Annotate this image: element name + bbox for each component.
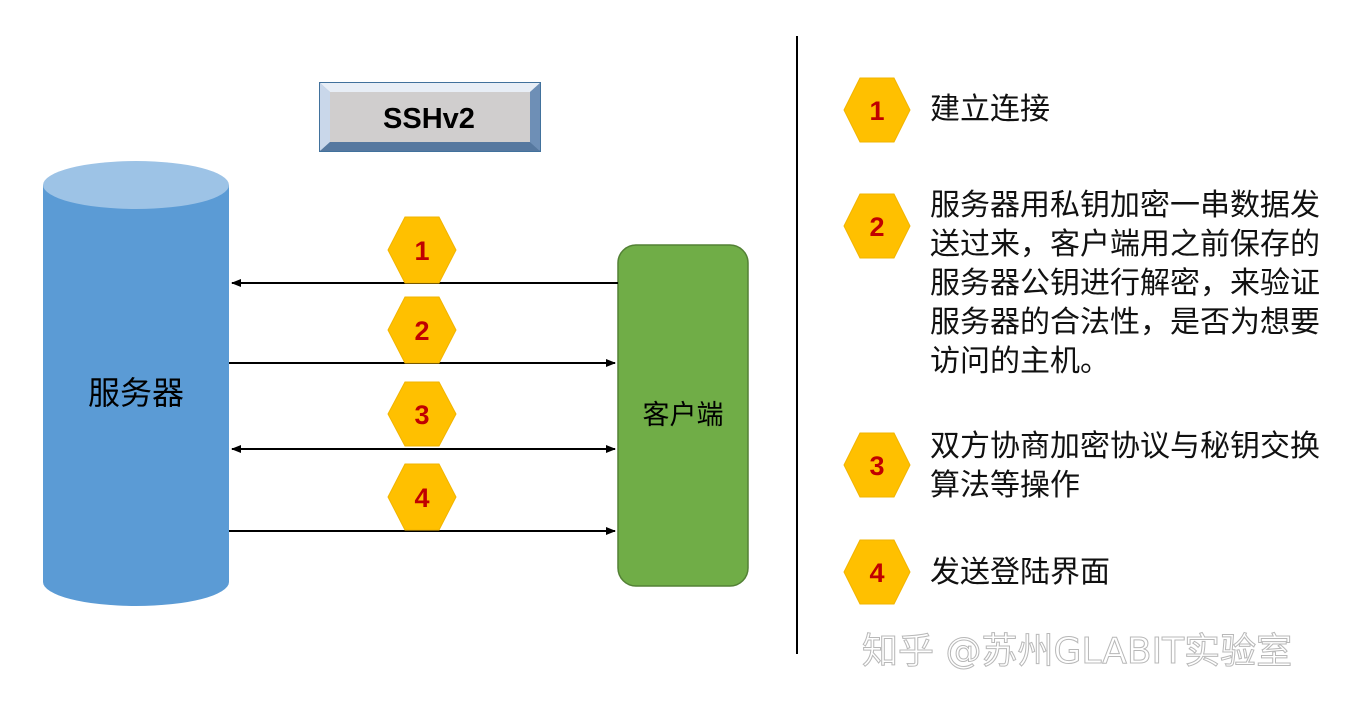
legend-text-4: 发送登陆界面 (930, 555, 1110, 590)
client-label: 客户端 (643, 400, 724, 431)
legend-text-2: 服务器用私钥加密一串数据发送过来，客户端用之前保存的服务器公钥进行解密，来验证服… (930, 188, 1320, 379)
step-number: 4 (414, 483, 429, 513)
legend-badge-4: 4 (843, 539, 911, 605)
client-box: 客户端 (617, 244, 749, 587)
step-number: 2 (414, 316, 429, 346)
server-label: 服务器 (88, 374, 184, 412)
legend-number: 3 (869, 451, 884, 481)
step-badge-4: 4 (387, 463, 457, 531)
title-text: SSHv2 (383, 103, 475, 135)
step-badge-1: 1 (387, 216, 457, 284)
legend-badge-1: 1 (843, 77, 911, 143)
legend-number: 1 (869, 96, 884, 126)
legend-badge-3: 3 (843, 432, 911, 498)
step-badge-2: 2 (387, 296, 457, 364)
legend-text-3: 双方协商加密协议与秘钥交换算法等操作 (930, 429, 1320, 503)
legend-number: 4 (869, 558, 884, 588)
legend-number: 2 (869, 212, 884, 242)
step-badge-3: 3 (387, 381, 457, 447)
title-box: SSHv2 (319, 82, 541, 152)
server-cylinder: 服务器 (43, 161, 229, 606)
step-number: 3 (414, 400, 429, 430)
step-number: 1 (414, 236, 429, 266)
legend-text-1: 建立连接 (930, 92, 1050, 127)
watermark: 知乎 @苏州GLABIT实验室 (861, 631, 1293, 673)
legend-badge-2: 2 (843, 193, 911, 259)
